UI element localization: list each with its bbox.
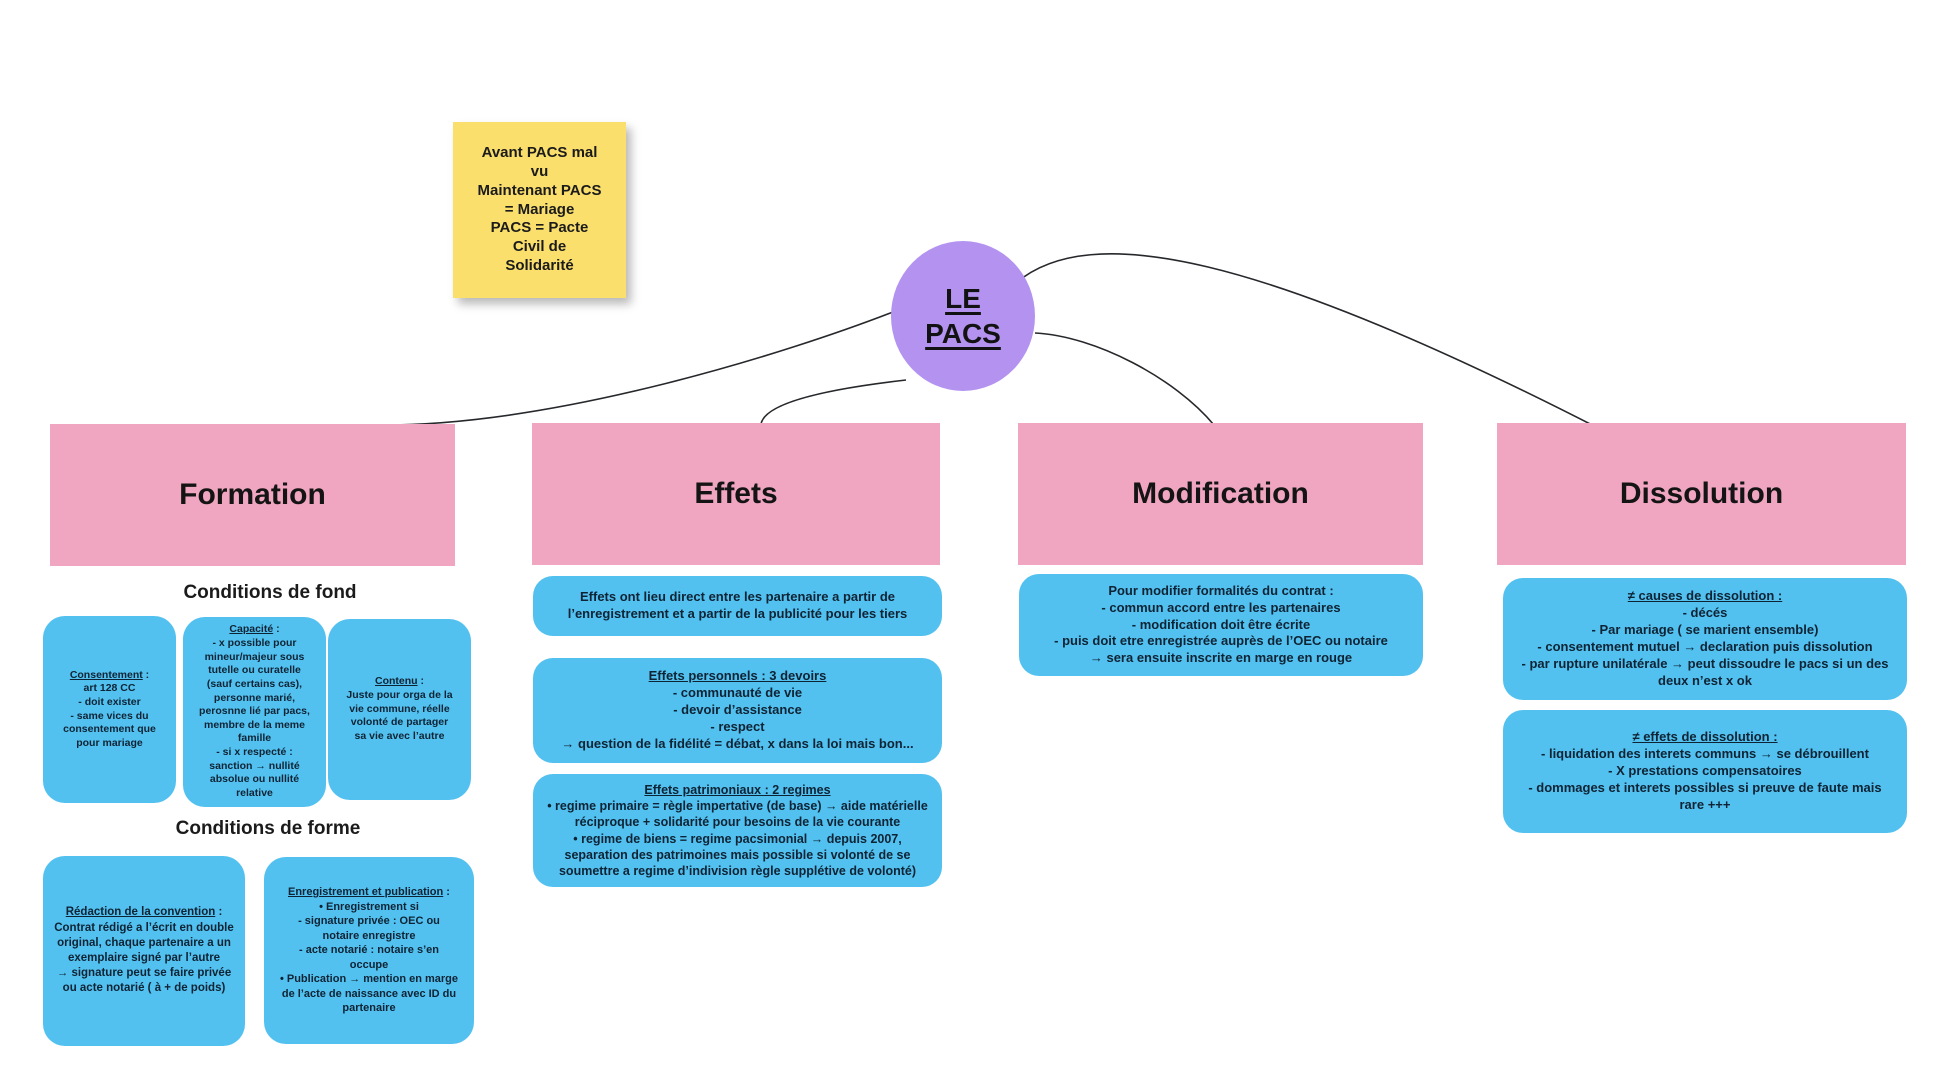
note-effets-intro[interactable]: Effets ont lieu direct entre les partena… xyxy=(533,576,942,636)
note-body: Pour modifier formalités du contrat : - … xyxy=(1054,582,1388,666)
note-heading: Rédaction de la convention : xyxy=(65,906,223,919)
note-body: - décés - Par mariage ( se marient ensem… xyxy=(1521,605,1889,688)
note-heading: ≠ effets de dissolution : xyxy=(1632,729,1778,745)
note-heading: Effets patrimoniaux : 2 regimes xyxy=(644,782,831,797)
note-body: art 128 CC - doit exister - same vices d… xyxy=(63,682,156,749)
section-label-text: Conditions de fond xyxy=(183,582,357,603)
note-body: Contrat rédigé a l’écrit en double origi… xyxy=(54,921,234,995)
branch-header-modification[interactable]: Modification xyxy=(1018,423,1423,565)
connector-effets xyxy=(760,379,907,425)
note-modification-formalites[interactable]: Pour modifier formalités du contrat : - … xyxy=(1019,574,1423,676)
branch-header-formation[interactable]: Formation xyxy=(50,424,455,566)
note-body: - liquidation des interets communs → se … xyxy=(1528,746,1882,812)
connector-dissolution xyxy=(1015,253,1599,429)
sticky-note[interactable]: Avant PACS mal vu Maintenant PACS = Mari… xyxy=(453,122,626,298)
note-contenu[interactable]: Contenu : Juste pour orga de la vie comm… xyxy=(328,619,471,800)
note-body: Juste pour orga de la vie commune, réell… xyxy=(346,689,453,742)
note-effets-patrimoniaux[interactable]: Effets patrimoniaux : 2 regimes • regime… xyxy=(533,774,942,887)
note-causes-dissolution[interactable]: ≠ causes de dissolution : - décés - Par … xyxy=(1503,578,1907,700)
note-capacite[interactable]: Capacité : - x possible pour mineur/maje… xyxy=(183,617,326,807)
section-label-conditions-de-forme[interactable]: Conditions de forme xyxy=(48,818,488,840)
branch-header-dissolution[interactable]: Dissolution xyxy=(1497,423,1906,565)
connector-modification xyxy=(1034,332,1215,426)
note-enregistrement-publication[interactable]: Enregistrement et publication : • Enregi… xyxy=(264,857,474,1044)
note-heading: Enregistrement et publication : xyxy=(288,886,450,899)
note-heading: Effets personnels : 3 devoirs xyxy=(648,668,827,684)
branch-title: Effets xyxy=(694,477,778,510)
section-label-text: Conditions de forme xyxy=(175,818,361,839)
note-body: • Enregistrement si - signature privée :… xyxy=(279,900,459,1015)
note-heading: Consentement : xyxy=(69,668,150,681)
note-consentement[interactable]: Consentement : art 128 CC - doit exister… xyxy=(43,616,176,803)
section-label-conditions-de-fond[interactable]: Conditions de fond xyxy=(50,582,490,604)
note-body: - communauté de vie - devoir d’assistanc… xyxy=(561,685,914,751)
note-heading: Capacité : xyxy=(229,623,280,636)
branch-title: Formation xyxy=(179,478,326,511)
branch-title: Modification xyxy=(1132,477,1309,510)
note-effets-dissolution[interactable]: ≠ effets de dissolution : - liquidation … xyxy=(1503,710,1907,833)
branch-header-effets[interactable]: Effets xyxy=(532,423,940,565)
note-heading: Contenu : xyxy=(375,675,424,688)
note-body: • regime primaire = règle impertative (d… xyxy=(547,799,928,878)
sticky-note-text: Avant PACS mal vu Maintenant PACS = Mari… xyxy=(477,143,602,275)
connector-formation xyxy=(382,311,894,426)
central-topic-le-pacs[interactable]: LE PACS xyxy=(891,241,1035,391)
note-body: - x possible pour mineur/majeur sous tut… xyxy=(199,636,310,800)
note-heading: ≠ causes de dissolution : xyxy=(1627,588,1783,604)
central-topic-label: LE PACS xyxy=(925,283,1001,349)
branch-title: Dissolution xyxy=(1619,477,1784,510)
note-redaction-convention[interactable]: Rédaction de la convention : Contrat réd… xyxy=(43,856,245,1046)
note-effets-personnels[interactable]: Effets personnels : 3 devoirs - communau… xyxy=(533,658,942,763)
note-body: Effets ont lieu direct entre les partena… xyxy=(567,589,908,621)
